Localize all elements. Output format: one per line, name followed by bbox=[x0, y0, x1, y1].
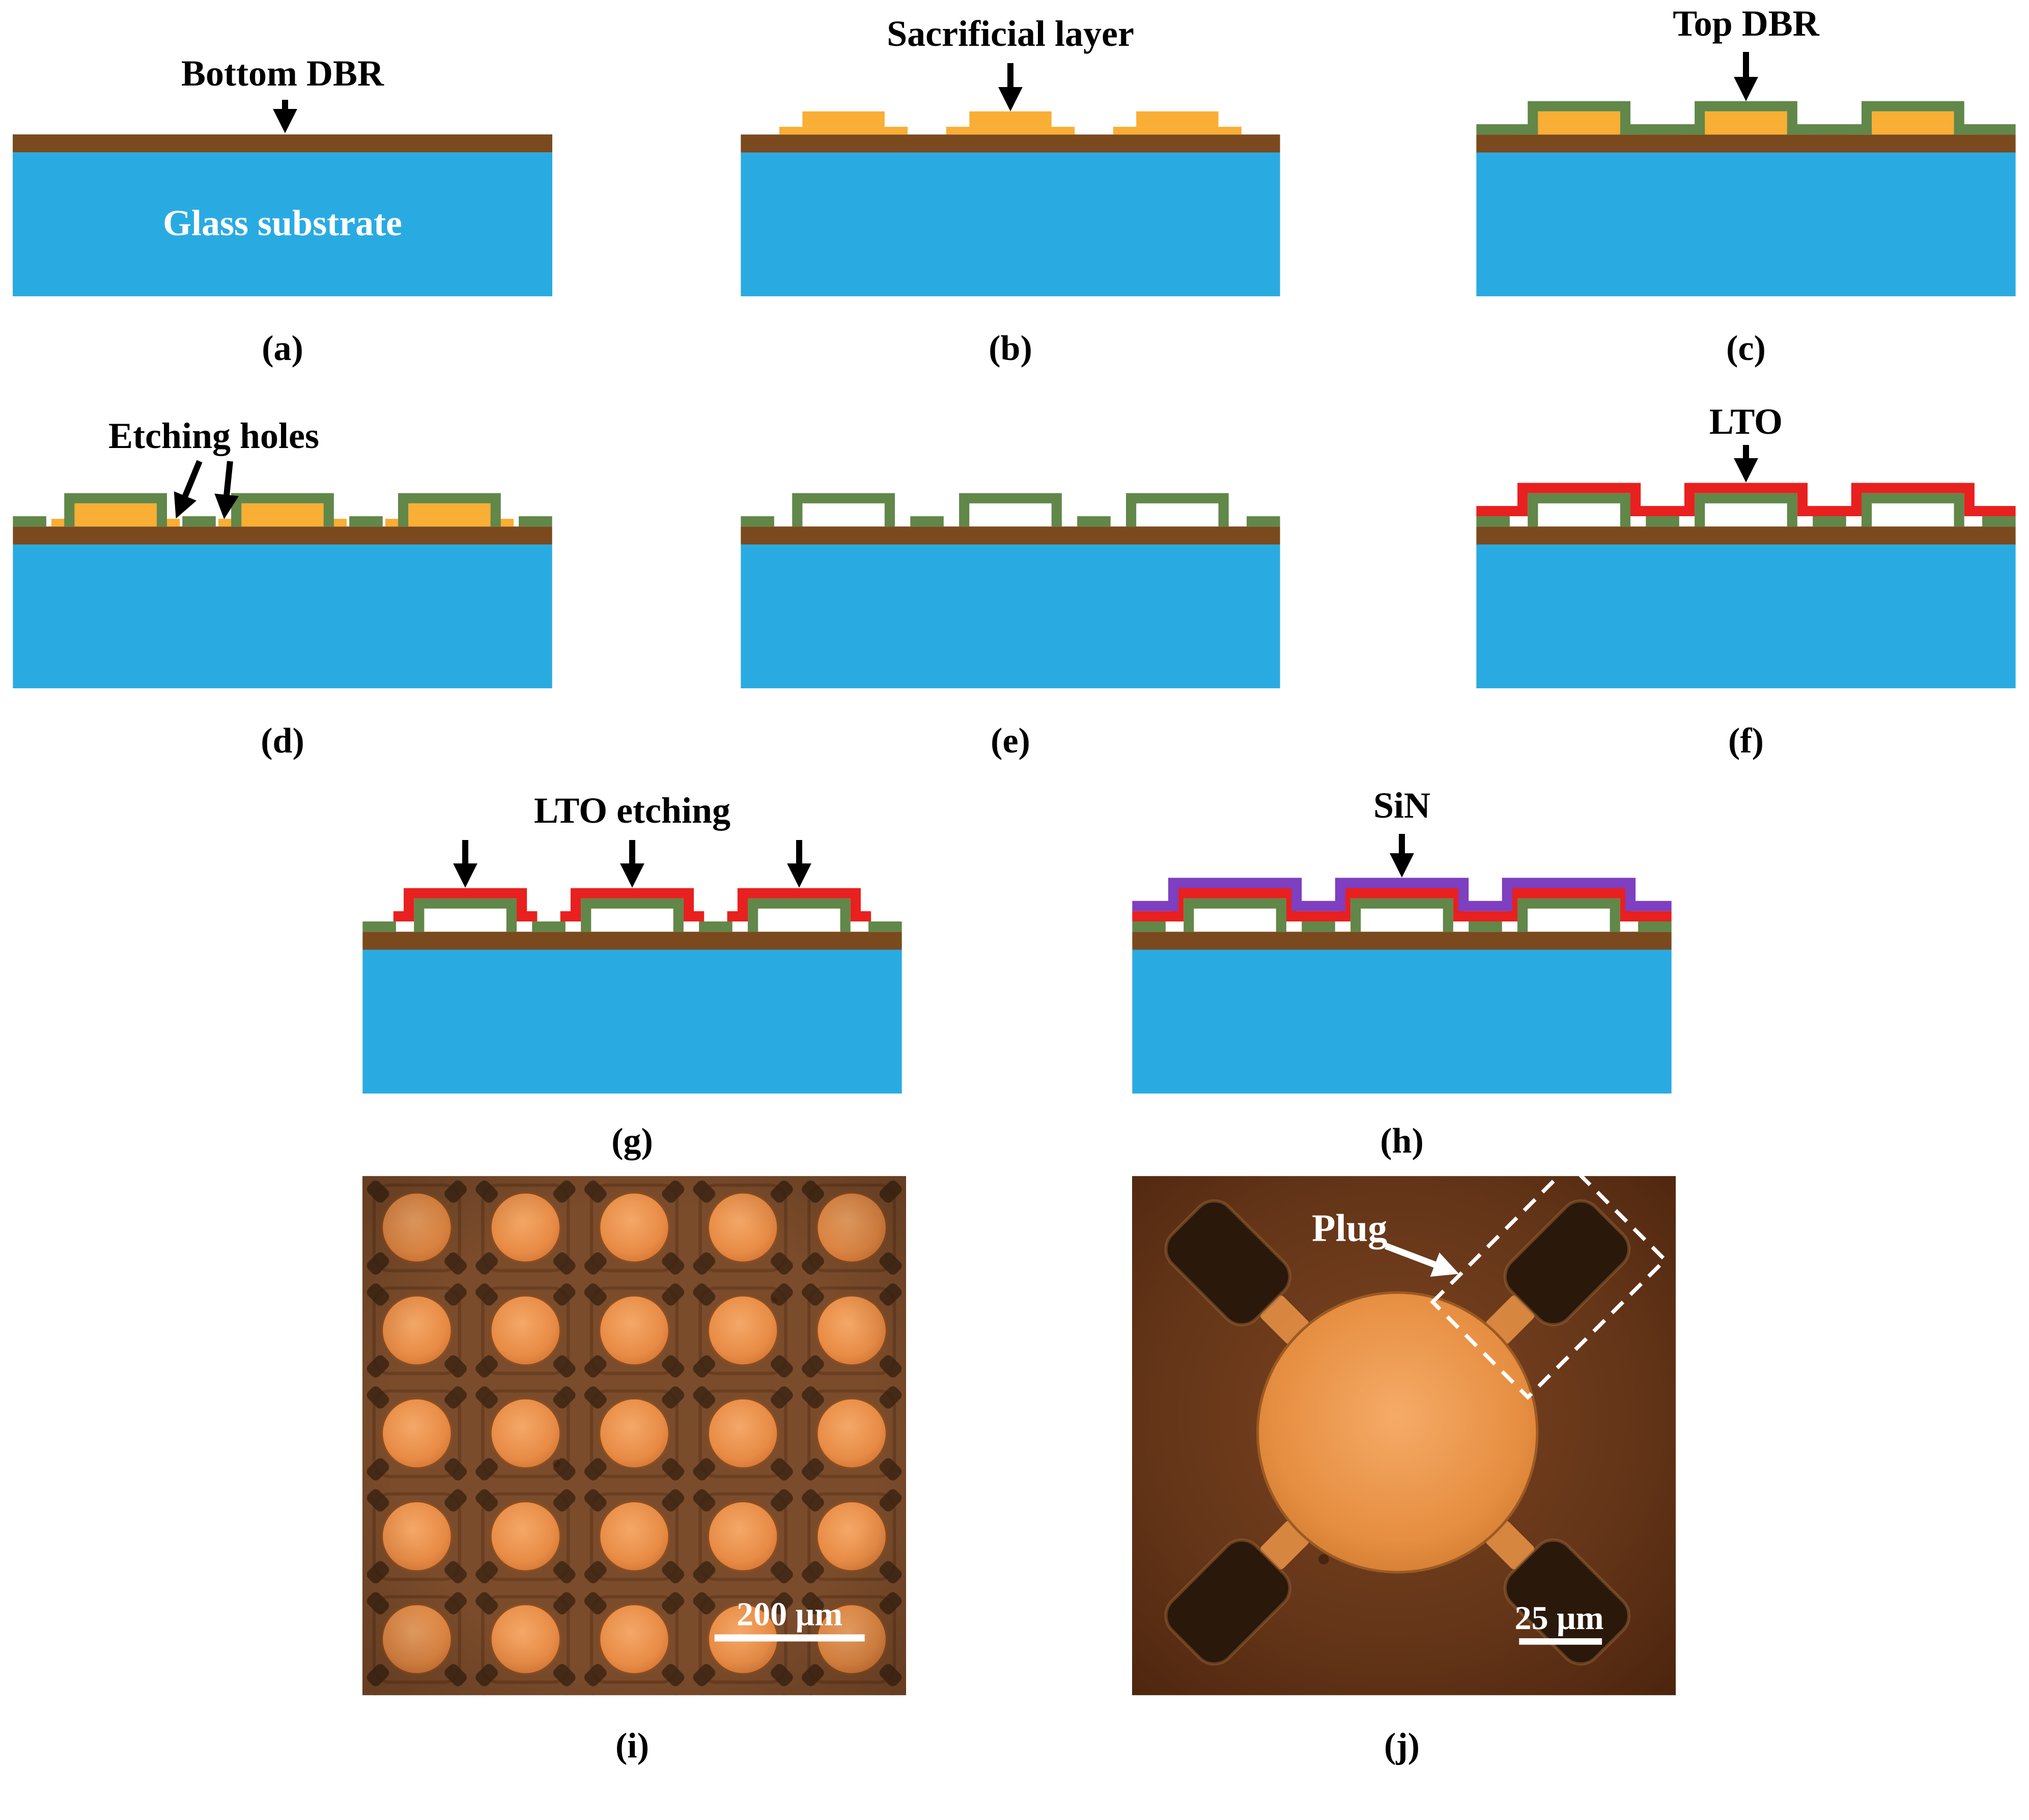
plug bbox=[1164, 1199, 1291, 1327]
glass-substrate bbox=[1132, 949, 1672, 1094]
sacrificial-mesa bbox=[1136, 111, 1219, 127]
speck bbox=[1318, 1554, 1329, 1565]
glass-substrate bbox=[13, 152, 552, 296]
glass-substrate bbox=[362, 949, 902, 1094]
bottom-dbr-layer bbox=[1132, 932, 1672, 950]
schematic-c bbox=[1476, 101, 2016, 296]
plug bbox=[1503, 1538, 1631, 1666]
sacrificial-mesas bbox=[51, 503, 514, 527]
bottom-dbr-layer bbox=[741, 134, 1280, 153]
caption-i: (i) bbox=[615, 1726, 650, 1766]
bottom-dbr-layer bbox=[13, 526, 552, 545]
sacrificial-mesas bbox=[779, 111, 1242, 135]
sacrificial-mesa bbox=[946, 127, 1075, 135]
scale-bar-label: 200 μm bbox=[737, 1596, 842, 1633]
label-top-dbr: Top DBR bbox=[1673, 3, 1819, 44]
caption-d: (d) bbox=[261, 721, 304, 761]
top-dbr-layer bbox=[1476, 101, 2016, 135]
bottom-dbr-layer bbox=[741, 526, 1280, 545]
label-sacrificial-layer: Sacrificial layer bbox=[887, 13, 1134, 54]
caption-h: (h) bbox=[1380, 1122, 1424, 1161]
plug-arrow bbox=[1385, 1243, 1459, 1277]
micrograph-microdisk-array: 200 μm bbox=[362, 1176, 906, 1695]
scale-bar-line bbox=[1519, 1638, 1602, 1645]
micrograph-single-device: Plug 25 μm bbox=[1132, 1176, 1676, 1695]
glass-substrate bbox=[741, 152, 1280, 296]
schematic-a bbox=[13, 134, 552, 296]
sacrificial-mesa bbox=[779, 127, 908, 135]
label-sin: SiN bbox=[1373, 785, 1431, 826]
schematic-g bbox=[362, 888, 902, 1094]
released-dbr-shells bbox=[1476, 493, 2016, 527]
label-lto: LTO bbox=[1709, 401, 1783, 442]
plug-highlight-dashed-box bbox=[1430, 1176, 1668, 1400]
plug bbox=[1503, 1199, 1631, 1327]
schematic-e bbox=[741, 493, 1280, 688]
speck bbox=[552, 1460, 561, 1468]
microdisk bbox=[1256, 1291, 1539, 1574]
bottom-dbr-layer bbox=[1476, 526, 2016, 545]
glass-substrate-label: Glass substrate bbox=[162, 203, 403, 243]
plugs bbox=[1164, 1199, 1631, 1666]
sacrificial-mesa bbox=[1113, 127, 1242, 135]
glass-substrate bbox=[1476, 152, 2016, 296]
label-lto-etching: LTO etching bbox=[533, 790, 731, 831]
vignette bbox=[362, 1176, 906, 1695]
etched-lto-caps bbox=[393, 888, 871, 922]
released-dbr-shells bbox=[741, 493, 1280, 527]
sacrificial-mesas bbox=[1515, 111, 1977, 135]
released-dbr-shells bbox=[1132, 898, 1672, 932]
label-etching-holes: Etching holes bbox=[108, 415, 320, 456]
bottom-dbr-layer bbox=[1476, 134, 2016, 153]
schematic-b bbox=[741, 111, 1280, 296]
caption-j: (j) bbox=[1384, 1726, 1420, 1766]
caption-a: (a) bbox=[262, 329, 303, 368]
plug-necks bbox=[1260, 1295, 1535, 1570]
plug bbox=[1164, 1538, 1291, 1666]
speck bbox=[771, 1297, 777, 1304]
schematic-h bbox=[1132, 878, 1672, 1094]
glass-substrate bbox=[1476, 544, 2016, 688]
released-dbr-shells bbox=[362, 898, 902, 932]
schematic-d bbox=[13, 493, 552, 688]
sin-layer bbox=[1132, 878, 1672, 911]
bottom-dbr-layer bbox=[13, 134, 552, 153]
lto-layer bbox=[1476, 483, 2016, 517]
caption-e: (e) bbox=[991, 721, 1030, 761]
schematic-f bbox=[1476, 483, 2016, 688]
sacrificial-mesa bbox=[969, 111, 1052, 127]
scale-bar-label: 25 μm bbox=[1515, 1600, 1604, 1637]
glass-substrate bbox=[741, 544, 1280, 688]
plug-label: Plug bbox=[1312, 1206, 1387, 1249]
caption-g: (g) bbox=[611, 1122, 653, 1161]
scale-bar-line bbox=[714, 1634, 865, 1642]
caption-c: (c) bbox=[1726, 329, 1766, 368]
sacrificial-mesa bbox=[802, 111, 885, 127]
lto-layer bbox=[1132, 888, 1672, 922]
label-bottom-dbr: Bottom DBR bbox=[181, 53, 384, 94]
bottom-dbr-layer bbox=[362, 932, 902, 950]
glass-substrate bbox=[13, 544, 552, 688]
caption-f: (f) bbox=[1728, 721, 1764, 761]
caption-b: (b) bbox=[989, 329, 1032, 368]
